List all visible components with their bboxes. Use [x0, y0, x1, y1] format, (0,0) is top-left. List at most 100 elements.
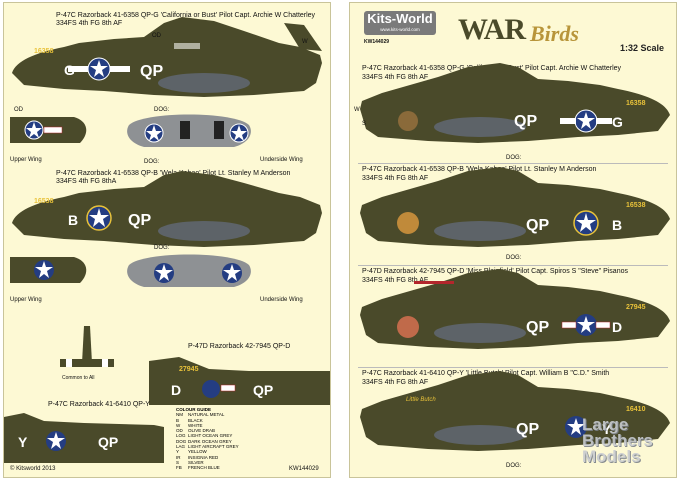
colour-name: DARK OCEAN GREY [188, 438, 232, 444]
colour-guide-title: COLOUR GUIDE [176, 407, 212, 412]
profile-1-letter: G [64, 62, 75, 78]
decal-4-side-view: QP Y 16410 Little Butch DOG: [360, 371, 670, 469]
colour-code: NM [176, 412, 183, 418]
decal-1-w-label: W [354, 107, 360, 113]
wing-od-label: OD [14, 107, 24, 113]
profile-1-serial: 16358 [34, 48, 54, 55]
divider-1 [358, 163, 668, 164]
decal-1-side-view: QP G 16358 DOG: W S [354, 63, 670, 161]
decal-2-unit: 334FS 4th FG 8th AF [362, 175, 429, 182]
colour-code: B [176, 417, 180, 423]
profile-2-letter: B [68, 212, 78, 228]
watermark-line-2: Brothers [582, 431, 653, 450]
profile-4-letter: Y [18, 434, 28, 450]
sheet-id-right: KW144029 [364, 39, 390, 45]
decal-1-letter: G [612, 114, 623, 130]
common-tail-view: Common to All [60, 326, 114, 381]
decal-1-unit: 334FS 4th FG 8th AF [362, 74, 429, 81]
watermark-line-1: Large [582, 415, 629, 434]
watermark-line-3: Models [582, 447, 641, 466]
profile-2-code: QP [128, 212, 151, 229]
wing-dog-label-3: DOG: [154, 245, 170, 251]
underside-wing-label: Underside Wing [260, 157, 303, 163]
left-profile-sheet: P-47C Razorback 41-6358 QP-G 'California… [3, 2, 331, 478]
colour-code: W [176, 422, 181, 428]
war-wordmark: WAR [458, 13, 526, 46]
profile-1-code: QP [140, 63, 163, 80]
kits-world-logo: Kits-World www.kits-world.com [364, 11, 436, 35]
decal-4-serial: 16410 [626, 406, 646, 413]
decal-4-unit: 334FS 4th FG 8th AF [362, 379, 429, 386]
decal-1-dog-label: DOG: [506, 155, 522, 161]
colour-guide-row: IR INSIGNIA RED [176, 455, 246, 460]
profile-3-code: QP [253, 382, 273, 398]
decal-1-serial: 16358 [626, 100, 646, 107]
colour-code: S [176, 459, 180, 465]
profile-3-letter: D [171, 382, 181, 398]
colour-code: FB [176, 465, 182, 471]
decal-4-letter: Y [602, 421, 612, 437]
colour-name: FRENCH BLUE [188, 465, 220, 471]
decal-4-code: QP [516, 421, 539, 438]
underside-wing-label-2: Underside Wing [260, 297, 303, 303]
scale-label: 1:32 Scale [620, 43, 665, 53]
decal-3-side-view: QP D 27945 [360, 269, 670, 349]
colour-name: OLIVE DRAB [188, 428, 216, 434]
colour-name: LIGHT OCEAN GREY [188, 433, 233, 439]
colour-code: LOG [176, 433, 186, 439]
wing-dog-label: DOG: [154, 107, 170, 113]
decal-3-letter: D [612, 319, 622, 335]
decal-3-code: QP [526, 319, 549, 336]
upper-wing-label-2: Upper Wing [10, 297, 42, 303]
decal-2-dog-label: DOG: [506, 255, 522, 261]
colour-guide-row: OD OLIVE DRAB [176, 428, 246, 433]
decal-2-code: QP [526, 217, 549, 234]
decal-3-unit: 334FS 4th FG 8th AF [362, 277, 429, 284]
divider-2 [358, 265, 668, 266]
label-w: W [302, 39, 308, 45]
decal-1-s-label: S [362, 121, 366, 127]
decal-1-code: QP [514, 113, 537, 130]
colour-guide-row: S SILVER [176, 460, 246, 465]
colour-guide-row: W WHITE [176, 423, 246, 428]
common-label: Common to All [62, 375, 95, 381]
colour-code: DOG [176, 438, 187, 444]
profile-1-side-view: G QP 16358 W OD [12, 17, 322, 97]
colour-name: INSIGNIA RED [188, 454, 219, 460]
decal-4-nose-art: Little Butch [406, 397, 436, 403]
birds-wordmark: Birds [530, 21, 579, 46]
profile-2-unit: 334FS 4th FG 8thA [56, 178, 117, 185]
decal-3-serial: 27945 [626, 304, 646, 311]
profile-2-side-view: B QP 16538 [12, 171, 322, 247]
profile-3-side-view: 27945 D QP [149, 357, 330, 405]
profile-1-unit: 334FS 4th FG 8th AF [56, 20, 123, 27]
right-decal-sheet: Kits-World www.kits-world.com KW144029 W… [349, 2, 677, 478]
colour-code: Y [176, 449, 180, 455]
profile-2-serial: 16538 [34, 198, 54, 205]
upper-wing-label: Upper Wing [10, 157, 42, 163]
brand-name: Kits-World [367, 11, 433, 26]
colour-code: IR [176, 454, 181, 460]
divider-3 [358, 367, 668, 368]
decal-2-serial: 16538 [626, 202, 646, 209]
decal-2-letter: B [612, 217, 622, 233]
profile-3-caption: P-47D Razorback 42-7945 QP-D [188, 343, 291, 350]
profile-2-wings: Upper Wing Underside Wing DOG: [10, 245, 303, 303]
colour-name: SILVER [188, 459, 204, 465]
sheet-id-left: KW144029 [289, 466, 319, 472]
profile-3-serial: 27945 [179, 366, 199, 373]
label-od: OD [152, 33, 162, 39]
profile-1-wings: OD DOG: DOG: Upper Wing Underside Wing [10, 107, 303, 165]
decal-4-dog-label: DOG: [506, 463, 522, 469]
brand-url: www.kits-world.com [380, 27, 420, 32]
colour-name: WHITE [188, 422, 203, 428]
colour-code: OD [176, 428, 183, 434]
colour-name: LIGHT AIRCRAFT GREY [188, 444, 239, 450]
